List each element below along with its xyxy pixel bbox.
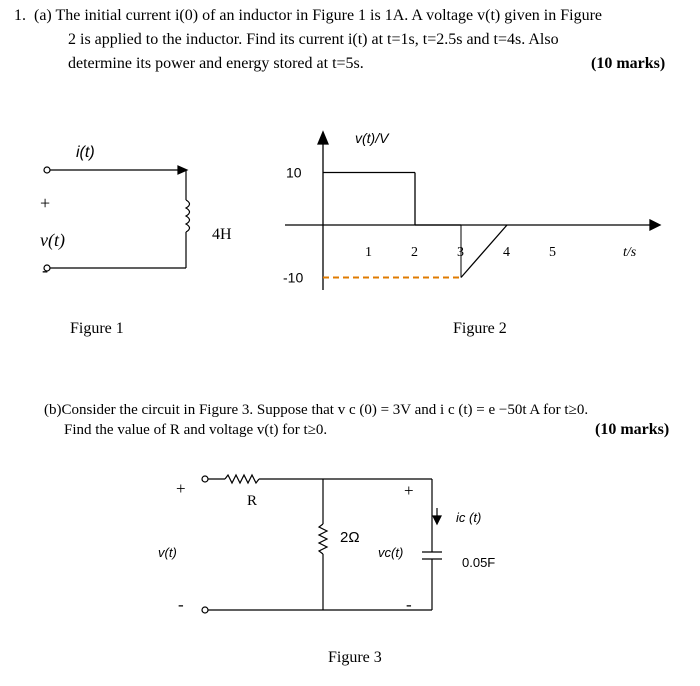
- figure1-current-arrow: [177, 165, 189, 175]
- figure3-plus-left: +: [176, 479, 186, 498]
- figure3-resistor2-value: 2Ω: [340, 529, 360, 546]
- figure2-tick-labels: 1 2 3 4 5 10 -10: [283, 165, 556, 286]
- part-b-line2: Find the value of R and voltage v(t) for…: [64, 422, 328, 438]
- figure2-xlabel: t/s: [623, 245, 637, 260]
- figure3-resistor-2ohm: [317, 523, 329, 555]
- part-a-line3: determine its power and energy stored at…: [68, 55, 364, 72]
- figure3-cap-minus: -: [406, 595, 412, 614]
- figure1-current-label: i(t): [76, 144, 95, 161]
- figure1-inductor-coil: [184, 199, 191, 233]
- figure2-x-arrow: [649, 218, 662, 232]
- figure1-caption: Figure 1: [70, 320, 124, 337]
- figure1-bottom-terminal: [43, 264, 51, 272]
- figure3-cap-plus: +: [404, 481, 414, 500]
- figure3-capacitance: 0.05F: [462, 555, 495, 570]
- x-tick-label: 4: [503, 245, 510, 260]
- figure3-resistor-r: [224, 473, 260, 485]
- figure3-cap-current-label: ic (t): [456, 510, 481, 525]
- figure1-circuit: [43, 165, 191, 272]
- figure2-ylabel: v(t)/V: [355, 130, 390, 146]
- figure3-cap-voltage-label: vc(t): [378, 545, 403, 560]
- figure1-inductance: 4H: [212, 226, 232, 243]
- figure3-caption: Figure 3: [328, 649, 382, 666]
- part-a-line2: 2 is applied to the inductor. Find its c…: [68, 31, 559, 48]
- figure3-resistor-label: R: [247, 493, 257, 509]
- x-tick-label: 1: [365, 245, 372, 260]
- part-b-line1: (b)Consider the circuit in Figure 3. Sup…: [44, 402, 589, 418]
- x-tick-label: 2: [411, 245, 418, 260]
- figure1-minus: -: [42, 260, 48, 280]
- figure3-top-terminal: [201, 475, 209, 483]
- figure1-plus: +: [40, 193, 50, 213]
- figure3-minus-left: -: [178, 595, 184, 614]
- question-number: 1.: [14, 7, 26, 24]
- figure2-chart-marks: [323, 171, 508, 279]
- figure3-circuit: [201, 473, 442, 614]
- y-tick-label: 10: [286, 165, 302, 181]
- figure2-caption: Figure 2: [453, 320, 507, 337]
- y-tick-label: -10: [283, 270, 303, 286]
- part-a-marks: (10 marks): [591, 55, 666, 72]
- figure1-voltage-label: v(t): [40, 230, 65, 251]
- figure2-axes: [285, 130, 662, 290]
- figure1-top-terminal: [43, 166, 51, 174]
- waveform-segment-3: [460, 224, 508, 278]
- figure3-voltage-label: v(t): [158, 545, 177, 560]
- figure3-bottom-terminal: [201, 606, 209, 614]
- x-tick-label: 5: [549, 245, 556, 260]
- x-tick-label: 3: [457, 245, 464, 260]
- part-a-line1: (a) The initial current i(0) of an induc…: [34, 7, 603, 24]
- figure2-y-arrow: [317, 130, 329, 145]
- part-b-marks: (10 marks): [595, 421, 670, 438]
- figure3-current-arrow: [432, 515, 442, 526]
